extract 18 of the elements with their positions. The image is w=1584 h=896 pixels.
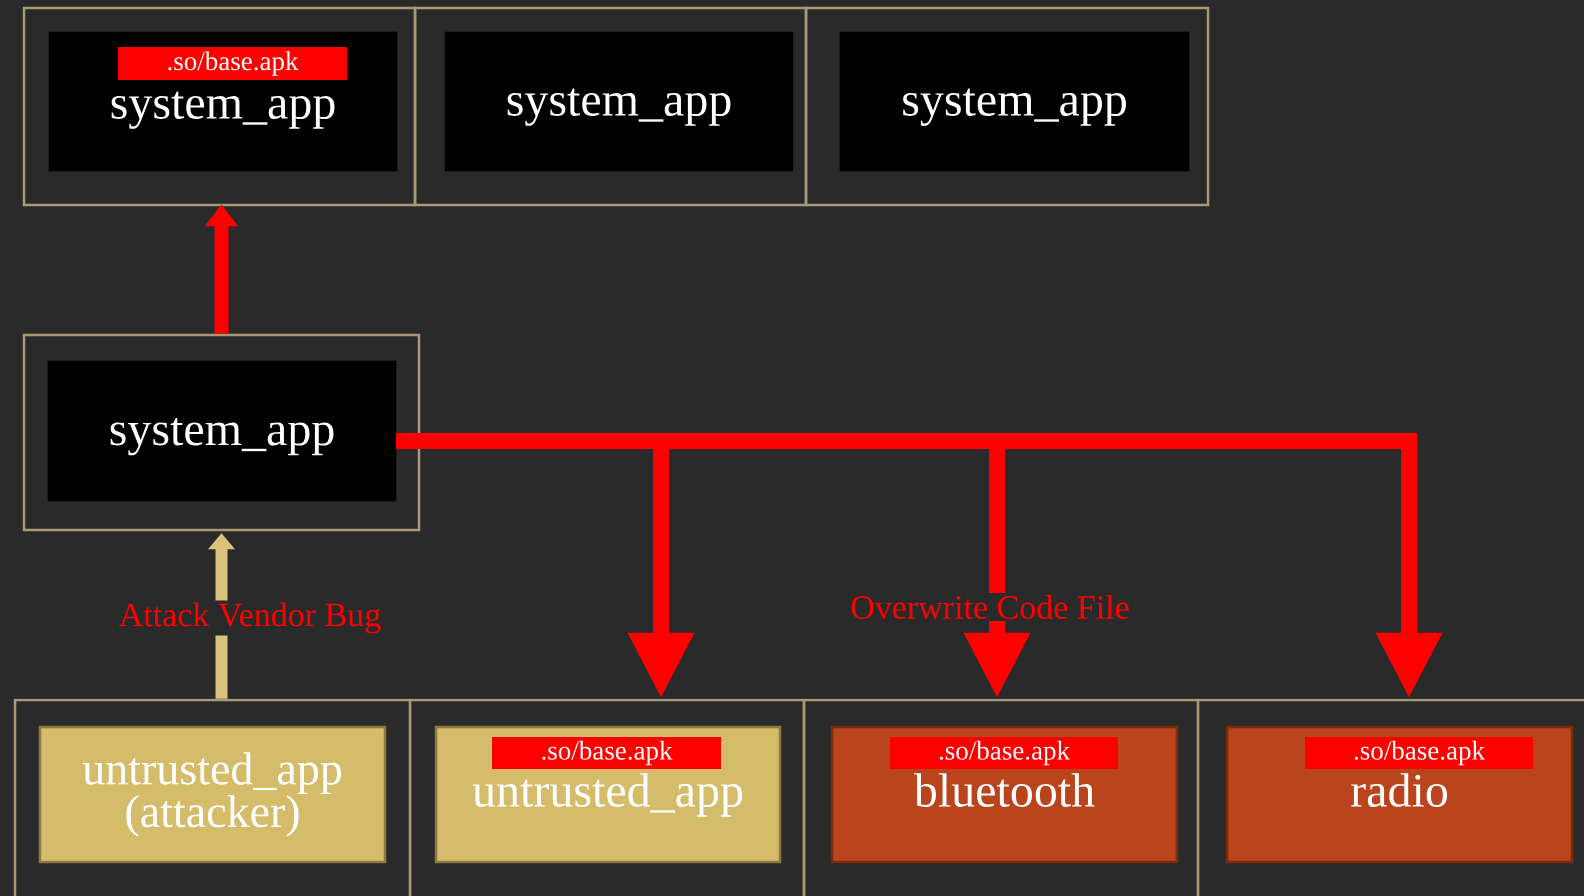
outlined-panel xyxy=(802,698,1200,896)
edge-label: Attack Vendor Bug xyxy=(116,600,384,636)
process-box: system_app xyxy=(839,31,1190,172)
file-tag: .so/base.apk xyxy=(492,737,721,769)
outlined-panel xyxy=(13,698,412,896)
file-tag: .so/base.apk xyxy=(890,737,1118,769)
outlined-panel xyxy=(804,6,1210,207)
outlined-panel xyxy=(1196,698,1584,896)
file-tag: .so/base.apk xyxy=(1305,737,1533,769)
file-tag: .so/base.apk xyxy=(118,47,347,80)
outlined-panel xyxy=(22,6,417,207)
outlined-panel xyxy=(408,698,806,896)
process-box: untrusted_app (attacker) xyxy=(38,725,387,864)
outlined-panel xyxy=(413,6,808,207)
process-box: system_app xyxy=(444,31,794,172)
outlined-panel xyxy=(22,333,421,532)
process-box: system_app xyxy=(47,360,397,502)
edge-label: Overwrite Code File xyxy=(848,593,1132,621)
